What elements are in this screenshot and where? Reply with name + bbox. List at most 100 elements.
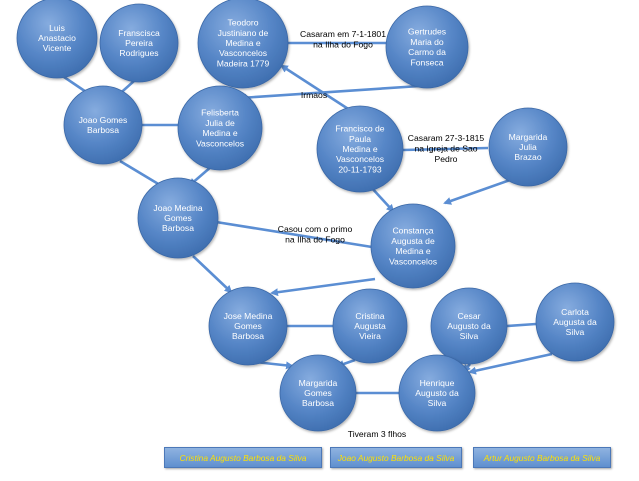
- edge-10: [369, 185, 395, 213]
- node-label-line: Justiniano de: [218, 28, 269, 38]
- annotation-line: na Ilha do Fogo: [285, 234, 345, 244]
- node-label-line: 20-11-1793: [338, 164, 382, 174]
- node-label-line: Rodrigues: [119, 48, 158, 58]
- node-label-line: Silva: [460, 331, 479, 341]
- annotation-line: Casaram em 7-1-1801: [300, 29, 386, 39]
- node-label-line: Barbosa: [87, 125, 119, 135]
- node-label-line: Silva: [566, 327, 585, 337]
- node-label-line: Gomes: [164, 213, 192, 223]
- node-circle: [208, 286, 288, 366]
- node-label-line: Medina e: [342, 144, 378, 154]
- node-label-line: Jose Medina: [224, 311, 273, 321]
- node-circle: [177, 85, 263, 171]
- node-label-line: Barbosa: [232, 331, 264, 341]
- annotation-line: Casaram 27-3-1815: [408, 133, 485, 143]
- node-label-line: Vasconcelos: [389, 256, 437, 266]
- node-label-line: Julia: [519, 142, 537, 152]
- node-circle: [398, 354, 476, 432]
- node-label-line: Gomes: [234, 321, 262, 331]
- node-label-line: Luis: [49, 23, 65, 33]
- annotation-line: na Igreja de Sao: [414, 143, 477, 153]
- node-circle: [137, 177, 219, 259]
- node-label-line: Gertrudes: [408, 27, 446, 37]
- node-circle: [316, 105, 404, 193]
- node-label-line: Gomes: [304, 388, 332, 398]
- node-label-line: Vicente: [43, 43, 72, 53]
- annotation-line: Irmaos: [301, 90, 327, 100]
- node-label-line: Brazao: [514, 152, 541, 162]
- node-label-line: Barbosa: [162, 223, 194, 233]
- node-label-line: Cristina: [355, 311, 384, 321]
- node-label-line: Silva: [428, 398, 447, 408]
- node-label-line: Vasconcelos: [219, 48, 267, 58]
- node-circle: [488, 107, 568, 187]
- node-circle: [430, 287, 508, 365]
- node-label-line: Maria do: [410, 37, 444, 47]
- node-label-line: Paula: [349, 134, 371, 144]
- node-label-line: Medina e: [225, 38, 261, 48]
- node-label-line: Vieira: [359, 331, 381, 341]
- node-label-line: Madeira 1779: [217, 58, 270, 68]
- node-label-line: Joao Gomes: [79, 115, 128, 125]
- node-label-line: Fonseca: [411, 57, 444, 67]
- edge-13: [270, 277, 376, 297]
- node-circle: [63, 85, 143, 165]
- annotation-irmaos: Irmaos: [301, 90, 327, 100]
- node-circle: [197, 0, 289, 89]
- node-label-line: Barbosa: [302, 398, 334, 408]
- node-label-line: Vasconcelos: [336, 154, 384, 164]
- edge-12: [192, 255, 233, 294]
- node-label-line: Anastacio: [38, 33, 76, 43]
- node-label-line: Carmo da: [408, 47, 446, 57]
- node-circle: [279, 354, 357, 432]
- node-label-line: Teodoro: [227, 18, 258, 28]
- node-label-line: Joao Medina: [153, 203, 202, 213]
- child-box-cristina: Cristina Augusto Barbosa da Silva: [164, 447, 322, 468]
- node-label-line: Augusto da: [415, 388, 459, 398]
- node-label-line: Henrique: [420, 378, 455, 388]
- node-circle: [535, 282, 615, 362]
- edge-11: [215, 220, 373, 249]
- node-label-line: Carlota: [561, 307, 589, 317]
- child-box-artur: Artur Augusto Barbosa da Silva: [473, 447, 611, 468]
- annotation-tiveram: Tiveram 3 flhos: [348, 429, 406, 439]
- node-label-line: Augusta de: [391, 236, 435, 246]
- node-label-line: Felisberta: [201, 108, 239, 118]
- node-label-line: Augusta: [354, 321, 386, 331]
- node-label-line: Medina e: [395, 246, 431, 256]
- node-circle: [16, 0, 98, 79]
- node-label-line: Margarida: [299, 378, 338, 388]
- node-circle: [99, 3, 179, 83]
- node-label-line: Augusta da: [553, 317, 597, 327]
- edge-15: [506, 322, 537, 328]
- node-label-line: Constança: [392, 226, 433, 236]
- annotation-line: Casou com o primo: [278, 224, 353, 234]
- node-label-line: Cesar: [458, 311, 481, 321]
- node-label-line: Margarida: [509, 132, 548, 142]
- node-label-line: Vasconcelos: [196, 138, 244, 148]
- edge-9: [443, 178, 511, 205]
- node-circle: [332, 288, 408, 364]
- node-label-line: Julia de: [205, 118, 235, 128]
- edges: [63, 41, 553, 395]
- node-label-line: Augusto da: [447, 321, 491, 331]
- node-circle: [385, 5, 469, 89]
- annotation-line: Pedro: [435, 154, 458, 164]
